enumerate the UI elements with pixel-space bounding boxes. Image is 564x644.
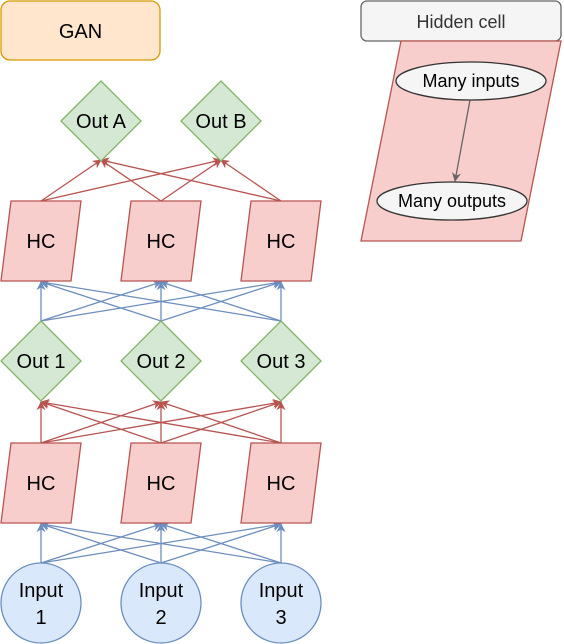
hidden-cell-label: HC xyxy=(267,473,296,495)
legend-hidden-cell: Hidden cell Many inputs Many outputs xyxy=(360,0,562,242)
input-label-line1: Input xyxy=(259,580,304,602)
edge-hidden-to-final-output xyxy=(100,159,162,202)
hidden-cell-upper-2: HC xyxy=(120,200,202,282)
hidden-cell-label: HC xyxy=(147,231,176,253)
output-label-1: Out 1 xyxy=(17,351,66,373)
input-label-line1: Input xyxy=(19,580,64,602)
gan-title-box: GAN xyxy=(0,0,161,61)
legend-arrow xyxy=(452,99,471,182)
input-label-line2: 1 xyxy=(35,607,46,629)
hidden-cell-label: HC xyxy=(27,473,56,495)
legend-inputs-label: Many inputs xyxy=(422,71,519,91)
output-node-b: Out B xyxy=(180,80,262,162)
input-node-2: Input 2 xyxy=(120,562,202,644)
output-node-a: Out A xyxy=(60,80,142,162)
hidden-cell-upper-3: HC xyxy=(240,200,322,282)
legend-inputs-ellipse xyxy=(395,61,547,101)
hidden-cell-lower-1: HC xyxy=(0,442,82,524)
edge-hidden-to-final-output xyxy=(40,159,102,202)
legend-outputs-ellipse xyxy=(376,181,528,221)
hidden-cell-label: HC xyxy=(147,473,176,495)
input-node-1: Input 1 xyxy=(0,562,82,644)
legend-outputs-label: Many outputs xyxy=(398,191,506,211)
edge-input-to-hidden xyxy=(40,522,162,564)
output-node-1: Out 1 xyxy=(0,320,82,402)
output-node-2: Out 2 xyxy=(120,320,202,402)
gan-title: GAN xyxy=(59,21,102,43)
input-node-3: Input 3 xyxy=(240,562,322,644)
input-label-line2: 2 xyxy=(155,607,166,629)
hidden-cell-upper-1: HC xyxy=(0,200,82,282)
input-label-line1: Input xyxy=(139,580,184,602)
output-label-b: Out B xyxy=(195,111,246,133)
hidden-cell-lower-2: HC xyxy=(120,442,202,524)
edge-output-to-hidden xyxy=(160,280,282,322)
edge-hidden-to-final-output xyxy=(100,157,282,202)
edge-hidden-to-final-output xyxy=(220,159,282,202)
hidden-cell-label: HC xyxy=(267,231,296,253)
edge-output-to-hidden xyxy=(40,280,162,322)
legend-title: Hidden cell xyxy=(416,12,505,32)
edge-hidden-to-output xyxy=(40,400,162,444)
hidden-cell-label: HC xyxy=(27,231,56,253)
hidden-cell-lower-3: HC xyxy=(240,442,322,524)
output-label-3: Out 3 xyxy=(257,351,306,373)
output-label-a: Out A xyxy=(76,111,127,133)
edge-input-to-hidden xyxy=(160,522,282,564)
edge-hidden-to-output xyxy=(160,400,282,444)
edge-hidden-to-output xyxy=(40,398,282,444)
connection-edges xyxy=(36,157,286,564)
input-label-line2: 3 xyxy=(275,607,286,629)
edge-output-to-hidden xyxy=(40,278,282,322)
output-node-3: Out 3 xyxy=(240,320,322,402)
edge-input-to-hidden xyxy=(40,520,282,564)
output-label-2: Out 2 xyxy=(137,351,186,373)
